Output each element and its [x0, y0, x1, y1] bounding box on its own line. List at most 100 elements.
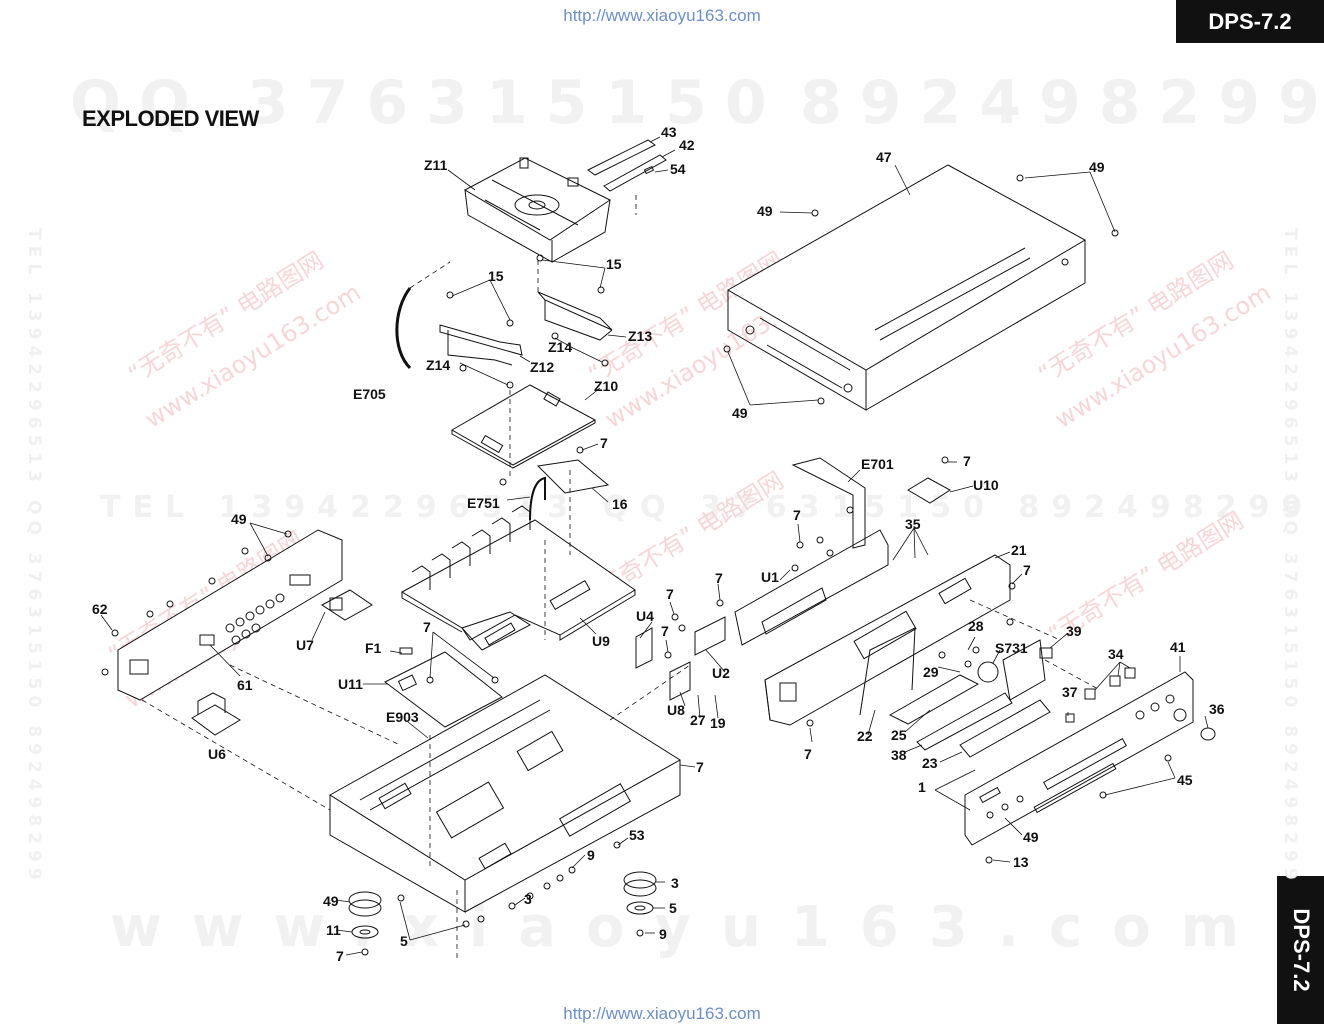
label-e705: E705	[353, 386, 386, 402]
fuse-f1	[399, 647, 413, 655]
label-39: 39	[1066, 623, 1082, 639]
label-u6: U6	[208, 746, 226, 762]
label-49-front: 45	[1177, 772, 1193, 788]
label-3-left: 49	[323, 893, 339, 909]
label-e903: E903	[386, 709, 419, 725]
label-5-left: 11	[326, 922, 341, 938]
label-z14-right: Z14	[548, 339, 572, 355]
label-u4: U4	[636, 608, 654, 624]
label-7-bottom: 7	[804, 746, 812, 762]
panel-23	[959, 699, 1051, 758]
label-43: 43	[661, 124, 677, 140]
watermark-mid: TEL 13942296513 QQ 376315150 892498299	[100, 490, 1315, 525]
label-23: 23	[922, 755, 938, 771]
label-9-left: 5	[400, 933, 408, 949]
label-49-cover-bottom: 49	[732, 405, 748, 421]
label-37: 37	[1062, 684, 1078, 700]
watermark-qq-top-right: 892498299	[800, 68, 1324, 138]
bracket-right	[537, 291, 613, 331]
label-z10: Z10	[594, 378, 618, 394]
label-19: 19	[710, 715, 726, 731]
label-61: 61	[237, 677, 253, 693]
panel-38	[916, 692, 1013, 751]
label-z12: Z12	[530, 359, 554, 375]
watermark-qq-top-left: QQ 376315150	[70, 68, 785, 138]
button-34b	[1109, 675, 1121, 687]
label-7-z10: 7	[600, 435, 608, 451]
bracket-u4	[635, 627, 653, 669]
label-62: 62	[92, 601, 108, 617]
cable-e701	[791, 457, 866, 549]
label-21: 21	[1011, 542, 1027, 558]
jack-39	[1039, 647, 1053, 659]
part-43	[587, 139, 656, 176]
label-7-foot-left: 7	[336, 948, 344, 964]
label-22: 22	[857, 728, 873, 744]
label-15-left: 15	[488, 268, 504, 284]
button-34c	[1124, 667, 1136, 679]
watermark-url-bottom[interactable]: http://www.xiaoyu163.com	[563, 1004, 761, 1023]
bracket-22	[859, 627, 916, 716]
bracket-u1	[734, 529, 889, 646]
label-38: 38	[891, 747, 907, 763]
part-54	[643, 165, 655, 175]
label-34: 34	[1108, 646, 1124, 662]
label-35: 35	[905, 516, 921, 532]
foot-left	[348, 891, 382, 939]
label-z11: Z11	[424, 157, 448, 173]
bracket-u8	[669, 661, 691, 701]
label-15-right: 15	[606, 256, 622, 272]
label-47: 47	[876, 149, 892, 165]
leader-lines	[100, 136, 1209, 956]
foot-right	[623, 871, 657, 915]
board-u10	[907, 477, 951, 504]
label-1: 7	[696, 759, 704, 775]
switch-s731	[977, 661, 999, 683]
label-45: 1	[918, 779, 926, 795]
label-7-bracket: 7	[793, 507, 801, 523]
label-z14-left: Z14	[426, 357, 450, 373]
label-49-top-left: 49	[757, 203, 773, 219]
front-sub-board	[1002, 639, 1046, 701]
watermark-url-top[interactable]: http://www.xiaoyu163.com	[563, 6, 761, 25]
label-u11: U11	[338, 676, 363, 692]
label-5-right: 5	[669, 900, 677, 916]
model-tab-side: DPS-7.2	[1277, 876, 1324, 1024]
label-7-u10: 7	[963, 453, 971, 469]
rear-panel	[117, 529, 343, 701]
label-28: 28	[968, 618, 984, 634]
label-11: 3	[524, 891, 532, 907]
cable-e705	[395, 287, 412, 370]
label-u1: U1	[761, 569, 779, 585]
label-49-bottom: 13	[1013, 854, 1029, 870]
label-13: 9	[587, 847, 595, 863]
part-labels: Z11 43 42 54 47 49 49 49 15 15 Z13 Z14 Z…	[92, 124, 1225, 964]
watermark-bottom: www.xiaoyu163.com	[110, 895, 1270, 960]
label-u2: U2	[712, 665, 730, 681]
label-42: 42	[679, 137, 695, 153]
bracket-u2	[694, 616, 726, 656]
label-54: 54	[670, 161, 686, 177]
label-3-right: 3	[671, 875, 679, 891]
board-u11	[384, 651, 503, 728]
label-7-u2: 7	[715, 570, 723, 586]
top-cover	[726, 164, 1087, 411]
board-u7	[321, 589, 373, 621]
traverse-mechanism	[463, 157, 611, 263]
label-16: 16	[612, 496, 628, 512]
label-z13: Z13	[628, 328, 652, 344]
label-7-foot-right: 9	[659, 926, 667, 942]
label-9-right: 53	[629, 827, 645, 843]
label-e701: E701	[861, 456, 894, 472]
chassis	[329, 674, 681, 913]
label-u8: U8	[667, 702, 685, 718]
bracket-left	[439, 324, 523, 356]
model-tab-top: DPS-7.2	[1176, 0, 1324, 43]
assembly-lines	[141, 195, 1101, 960]
window-25	[888, 674, 980, 725]
label-36: 36	[1209, 701, 1225, 717]
front-panel	[964, 671, 1194, 846]
page-title: EXPLODED VIEW	[82, 106, 259, 131]
